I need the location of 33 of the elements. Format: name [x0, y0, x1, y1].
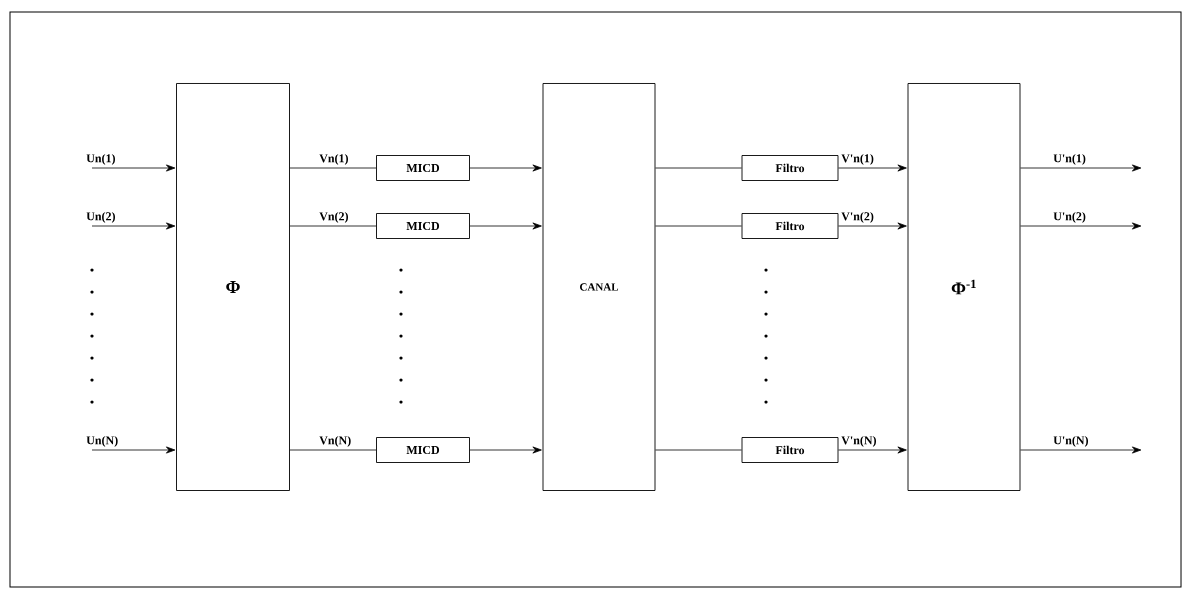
edge-label: Un(N) [86, 435, 118, 447]
process-box: MICD [376, 155, 470, 181]
process-box: MICD [376, 437, 470, 463]
edge-label: V'n(2) [841, 211, 874, 223]
process-box: Filtro [741, 437, 839, 463]
edge-label: Un(2) [86, 211, 115, 223]
arrow [469, 222, 542, 230]
channel-block: CANAL [542, 83, 656, 491]
edge-label: V'n(1) [841, 153, 874, 165]
edge-label: U'n(N) [1053, 435, 1088, 447]
arrow [91, 222, 176, 230]
inverse-transform-block: Φ$^{-1}$ [907, 83, 1021, 491]
edge-label: Un(1) [86, 153, 115, 165]
arrow [1020, 222, 1142, 230]
arrow [838, 222, 907, 230]
edge-label: Vn(N) [319, 435, 351, 447]
arrow [91, 164, 176, 172]
edge-label: Vn(1) [319, 153, 348, 165]
arrow [838, 446, 907, 454]
process-box: Filtro [741, 213, 839, 239]
edge-label: U'n(2) [1053, 211, 1086, 223]
transform-block: Φ [176, 83, 290, 491]
process-box: MICD [376, 213, 470, 239]
arrow [91, 446, 176, 454]
arrow [469, 446, 542, 454]
edge-label: V'n(N) [841, 435, 876, 447]
edge-label: U'n(1) [1053, 153, 1086, 165]
edge-label: Vn(2) [319, 211, 348, 223]
arrow [469, 164, 542, 172]
process-box: Filtro [741, 155, 839, 181]
arrow [1020, 446, 1142, 454]
arrow [1020, 164, 1142, 172]
arrow [838, 164, 907, 172]
